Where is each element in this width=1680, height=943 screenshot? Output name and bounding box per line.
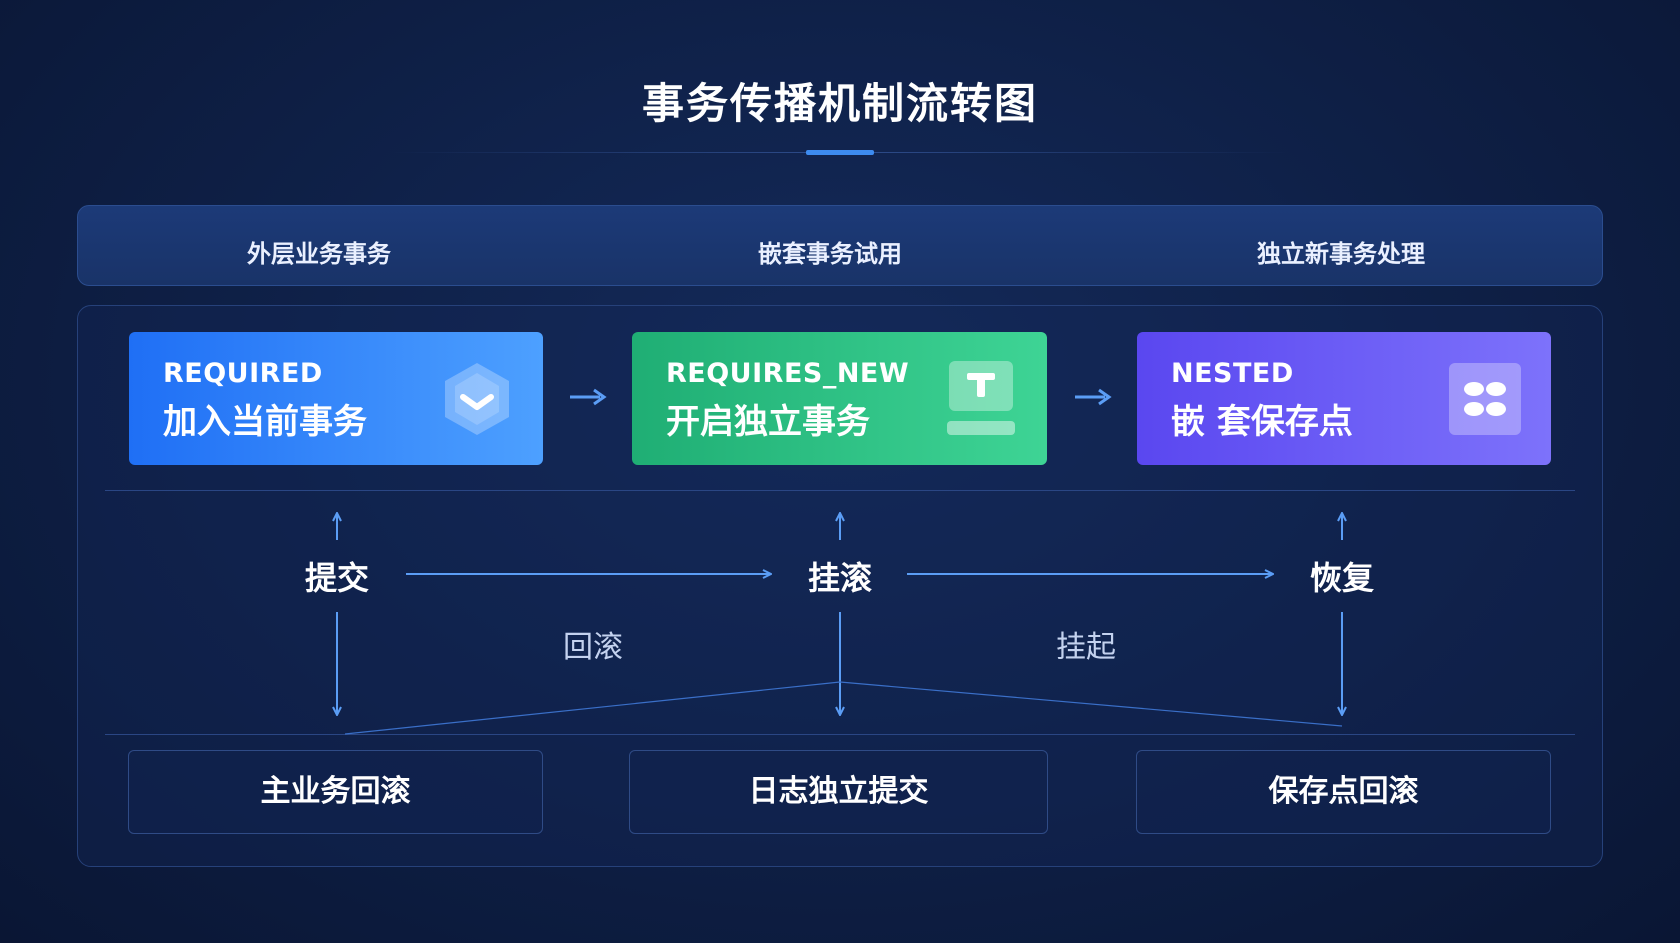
card-code: NESTED [1171, 358, 1294, 389]
flow-label-suspend: 挂起 [1056, 630, 1116, 665]
column-header-band: 外层业务事务 嵌套事务试用 独立新事务处理 [77, 205, 1603, 286]
outcome-savepoint-rollback: 保存点回滚 [1136, 750, 1551, 834]
action-commit: 提交 [304, 559, 369, 597]
arrow-right-icon [570, 388, 607, 406]
arrow-right-icon [1075, 388, 1112, 406]
flow-label-rollback: 回滚 [563, 630, 623, 665]
card-code: REQUIRES_NEW [666, 358, 910, 389]
column-label-nested: 嵌套事务试用 [758, 240, 902, 268]
terminal-t-icon [947, 361, 1015, 435]
column-label-outer: 外层业务事务 [247, 240, 391, 268]
card-required: REQUIRED 加入当前事务 [129, 332, 543, 465]
title-accent-bar [806, 150, 874, 155]
page-title: 事务传播机制流转图 [641, 79, 1038, 128]
outcome-log-commit: 日志独立提交 [629, 750, 1048, 834]
card-desc: 开启独立事务 [666, 402, 870, 442]
dots-grid-icon [1449, 363, 1521, 435]
section-divider [105, 490, 1575, 491]
card-requires-new: REQUIRES_NEW 开启独立事务 [632, 332, 1047, 465]
card-desc: 嵌 套保存点 [1171, 402, 1353, 442]
section-divider [105, 734, 1575, 735]
action-suspend: 挂滚 [807, 559, 872, 597]
hexagon-chevron-icon [445, 363, 509, 435]
column-label-new: 独立新事务处理 [1257, 240, 1425, 268]
action-resume: 恢复 [1309, 559, 1374, 597]
card-code: REQUIRED [163, 358, 323, 389]
outcome-main-rollback: 主业务回滚 [128, 750, 543, 834]
card-nested: NESTED 嵌 套保存点 [1137, 332, 1551, 465]
card-desc: 加入当前事务 [163, 402, 367, 442]
